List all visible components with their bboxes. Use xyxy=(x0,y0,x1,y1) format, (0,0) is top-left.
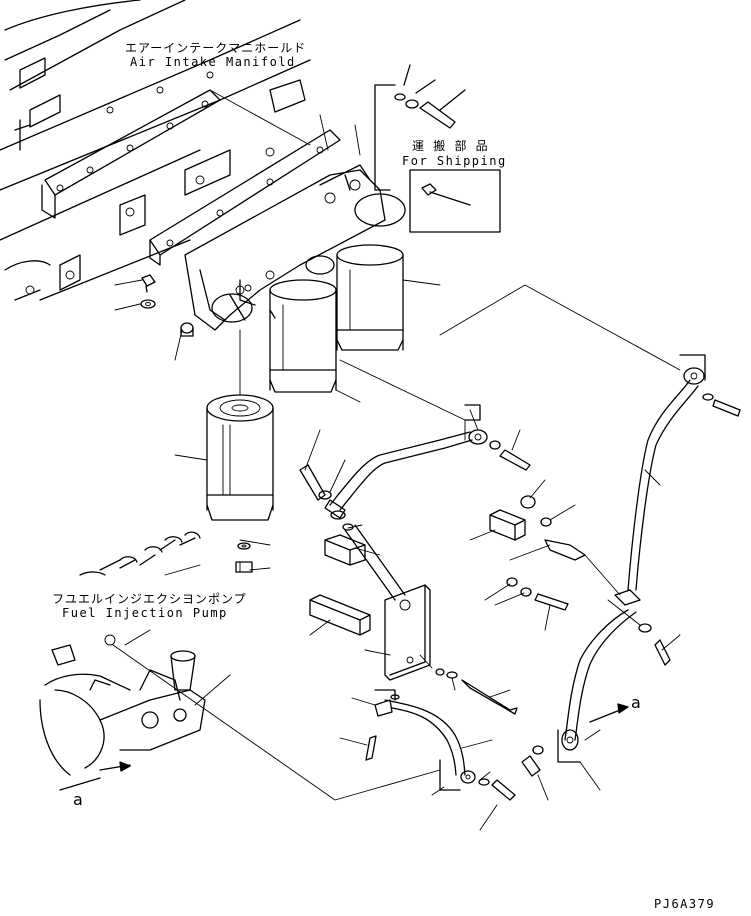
shipping-label-jp: 運 搬 部 品 xyxy=(412,139,489,153)
manifold-gasket xyxy=(41,89,221,219)
pipe-clamp xyxy=(506,393,741,777)
small-fittings xyxy=(235,542,253,573)
fuel-hose-lower xyxy=(374,689,476,791)
lower-bolts xyxy=(365,694,516,801)
filter-head-bracket xyxy=(184,164,406,331)
filter-cartridge-right xyxy=(336,244,404,351)
pump-label-jp: フユエルインジエクシヨンポンプ xyxy=(52,592,247,606)
top-bolt-washers xyxy=(394,64,466,129)
manifold-label-jp: エアーインテークマニホールド xyxy=(125,41,307,55)
filter-cartridge-middle xyxy=(269,279,337,393)
pump-label-en: Fuel Injection Pump xyxy=(62,606,228,620)
shipping-label-en: For Shipping xyxy=(402,154,507,168)
elbow-fitting xyxy=(180,322,194,337)
bracket-plate xyxy=(344,524,431,681)
leader-lines xyxy=(112,89,681,831)
for-shipping-box xyxy=(374,84,501,233)
fuel-pipe-right xyxy=(557,354,706,763)
view-a-label-upper: a xyxy=(631,693,641,712)
spare-filter-cartridge xyxy=(206,394,274,521)
spacer-collars xyxy=(309,509,526,636)
manifold-label-en: Air Intake Manifold xyxy=(130,55,296,69)
drawing-code: PJ6A379 xyxy=(654,897,716,911)
fuel-injection-pump xyxy=(39,531,206,791)
fuel-hose-upper xyxy=(324,404,488,519)
view-a-arrow-upper xyxy=(589,703,629,723)
view-a-label-lower: a xyxy=(73,790,83,809)
mounting-plate xyxy=(149,129,341,266)
plug-and-washer xyxy=(140,274,156,309)
